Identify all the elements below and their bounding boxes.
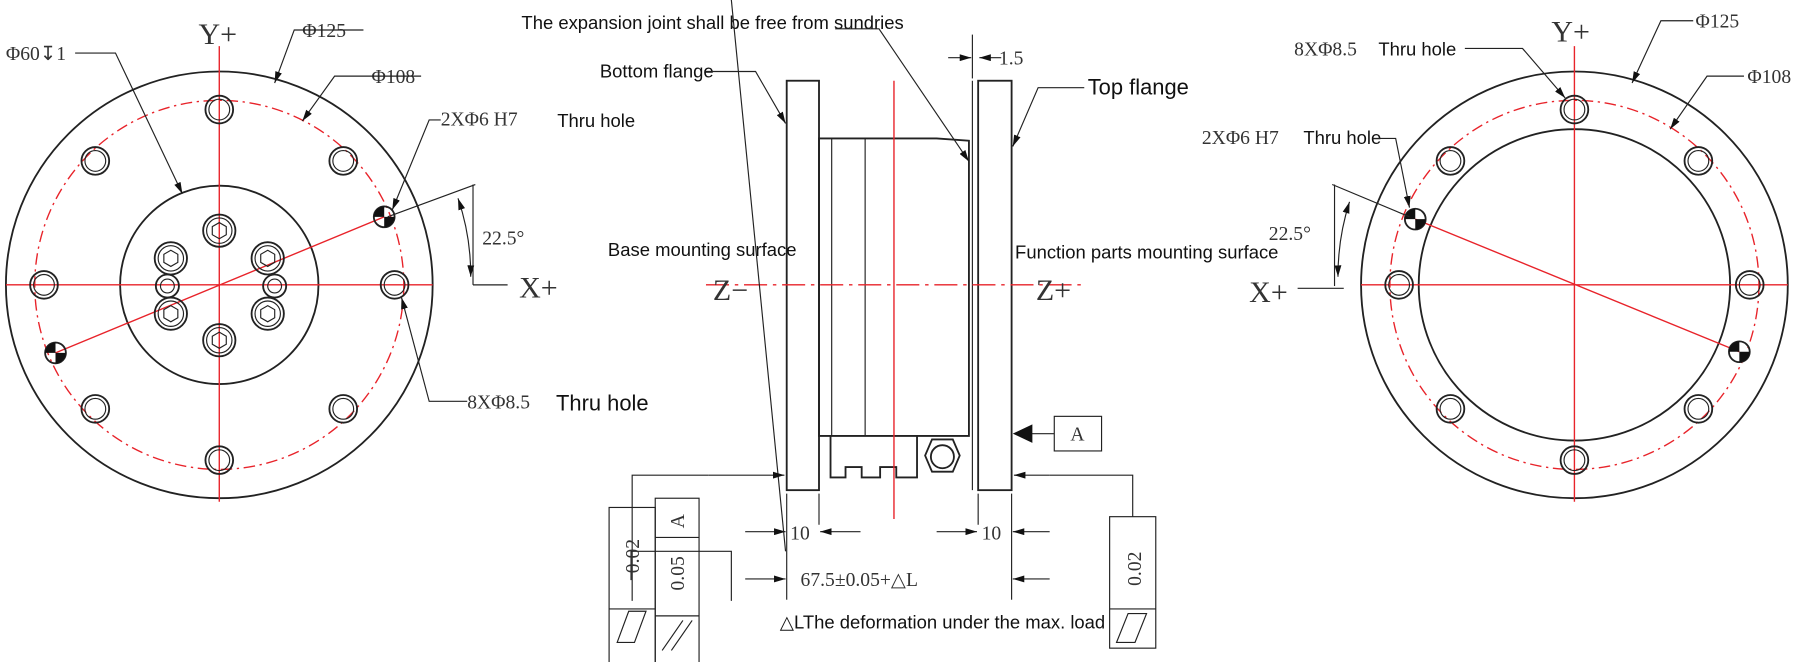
socket-screw-icon	[250, 241, 285, 276]
bolt-label: Thru hole	[556, 391, 649, 416]
axis-z-plus: Z+	[1036, 274, 1071, 307]
dia-outer: Φ125	[1696, 12, 1740, 33]
socket-screw-icon	[250, 296, 285, 331]
svg-text:A: A	[668, 514, 689, 528]
deformation-note: △LThe deformation under the max. load	[780, 612, 1105, 633]
right-flange-view: Y+ X+ Φ125 Φ108 8XΦ8.5 Thru hole 2XΦ6 H7…	[1202, 12, 1791, 502]
pin-hole-icon	[262, 273, 288, 299]
bolt-hole	[1734, 270, 1765, 300]
axis-z-minus: Z−	[713, 274, 748, 307]
bolt-spec: 8XΦ8.5	[467, 392, 530, 413]
top-flange-label: Top flange	[1088, 75, 1189, 100]
angle-label: 22.5°	[482, 229, 524, 250]
socket-screw-icon	[153, 241, 188, 276]
side-view: Z− Z+ The expansion joint shall be free …	[521, 0, 1278, 662]
thickness-left: 10	[790, 524, 810, 545]
bolt-hole	[1435, 394, 1466, 424]
overall-length: 67.5±0.05+△L	[801, 570, 918, 591]
dia-outer: Φ125	[302, 21, 346, 42]
dia-bolt: Φ108	[1747, 67, 1791, 88]
dowel-label: Thru hole	[557, 110, 635, 131]
socket-screw-icon	[202, 213, 237, 248]
bolt-spec: 8XΦ8.5	[1294, 39, 1357, 60]
dowel-hole-icon	[44, 205, 396, 365]
bolt-hole	[204, 94, 235, 125]
bolt-hole	[328, 146, 359, 176]
bolt-hole	[80, 146, 111, 176]
bolt-label: Thru hole	[1378, 38, 1456, 59]
axis-y-label: Y+	[1551, 16, 1590, 49]
dia-bolt: Φ108	[372, 67, 416, 88]
gap-dimension: 1.5	[999, 49, 1024, 70]
bottom-flange-label: Bottom flange	[600, 60, 714, 81]
axis-x-label: X+	[519, 272, 558, 305]
axis-x-label: X+	[1249, 276, 1288, 309]
bolt-hole	[1384, 270, 1414, 300]
bolt-hole	[1559, 94, 1590, 125]
svg-text:0.02: 0.02	[623, 539, 644, 573]
dowel-spec: 2XΦ6 H7	[441, 110, 518, 131]
bolt-holes	[29, 94, 410, 475]
bolt-hole	[379, 270, 410, 300]
inner-screws	[153, 213, 288, 358]
thickness-right: 10	[982, 524, 1002, 545]
feature-control-frame-right: 0.02	[1013, 471, 1157, 649]
bolt-hole	[1435, 146, 1466, 176]
dowel-label: Thru hole	[1303, 127, 1381, 148]
pin-hole-icon	[154, 273, 180, 299]
bolt-hole	[29, 270, 59, 300]
left-flange-view: Y+ X+ Φ125 Φ108 Φ60↧1 2XΦ6 H7 Thru hole …	[4, 18, 649, 502]
feature-control-frame-left: 0.02 0.05 A	[608, 0, 787, 662]
bolt-hole	[328, 394, 359, 424]
angle-label: 22.5°	[1269, 224, 1311, 245]
datum-a: A	[1012, 415, 1103, 452]
svg-text:0.05: 0.05	[668, 556, 689, 590]
dowel-spec: 2XΦ6 H7	[1202, 128, 1279, 149]
dowel-hole-icon	[1403, 207, 1751, 364]
dia-boss: Φ60↧1	[6, 44, 66, 65]
axis-y-label: Y+	[199, 18, 238, 51]
socket-screw-icon	[153, 296, 188, 331]
base-surface-label: Base mounting surface	[608, 239, 797, 260]
function-surface-label: Function parts mounting surface	[1015, 241, 1278, 262]
socket-screw-icon	[202, 323, 237, 358]
flatness-icon	[1115, 612, 1148, 643]
bolt-hole	[1683, 394, 1714, 424]
bolt-hole	[80, 394, 111, 424]
bolt-hole	[1683, 146, 1714, 176]
nut-icon	[924, 438, 961, 473]
svg-text:0.02: 0.02	[1125, 552, 1146, 586]
bolt-hole	[1559, 445, 1590, 475]
svg-text:A: A	[1070, 425, 1084, 446]
parallelism-icon	[661, 620, 693, 651]
expansion-note: The expansion joint shall be free from s…	[521, 12, 903, 33]
bolt-hole	[204, 445, 235, 475]
flatness-icon	[616, 610, 647, 643]
bolt-holes	[1384, 94, 1765, 475]
